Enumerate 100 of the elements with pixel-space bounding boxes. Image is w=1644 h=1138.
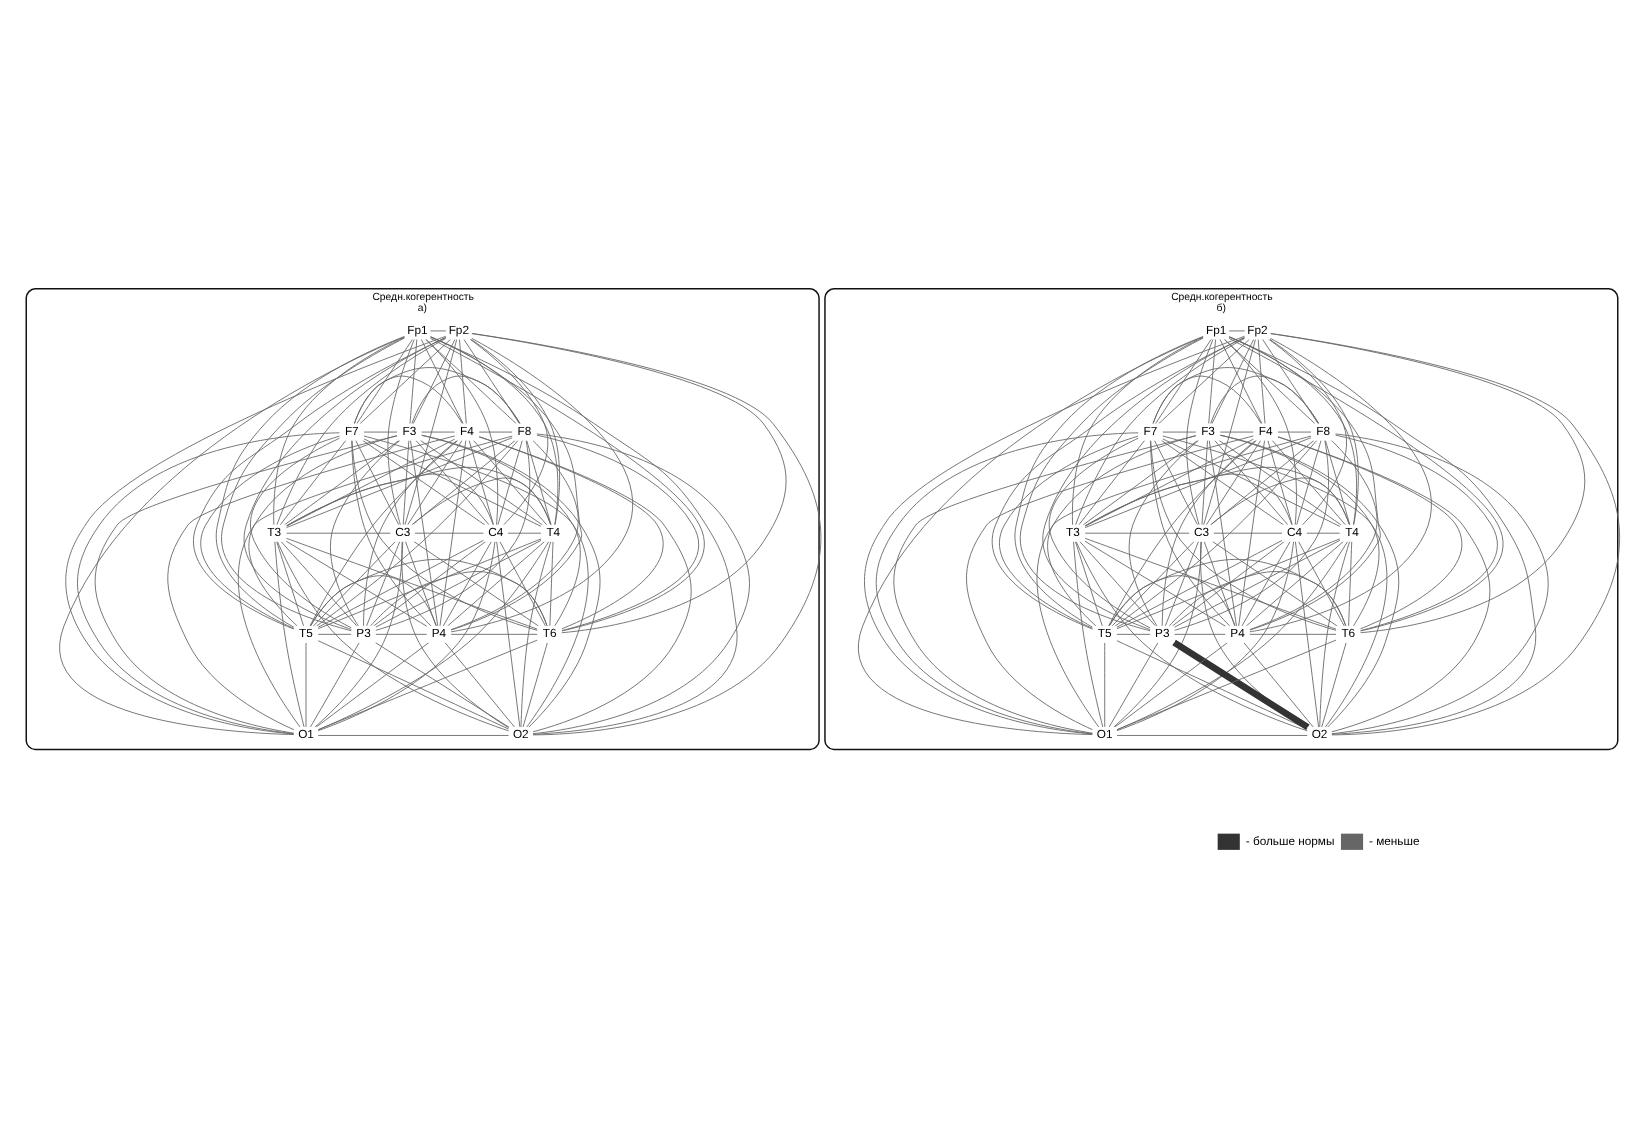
connector bbox=[875, 432, 1139, 735]
connector bbox=[1152, 367, 1320, 425]
connector bbox=[1075, 337, 1246, 526]
connector bbox=[317, 540, 496, 732]
connector bbox=[1155, 338, 1212, 425]
connector bbox=[1150, 439, 1231, 627]
connector bbox=[276, 541, 510, 732]
connector bbox=[309, 642, 360, 728]
connector bbox=[1082, 439, 1199, 526]
connector bbox=[1114, 642, 1229, 728]
connector bbox=[351, 439, 432, 627]
connector bbox=[463, 338, 520, 425]
connector bbox=[1036, 435, 1312, 728]
connector bbox=[1047, 435, 1197, 627]
connector bbox=[1212, 532, 1283, 534]
connector bbox=[355, 439, 400, 526]
connector bbox=[458, 338, 467, 425]
connector bbox=[1214, 439, 1289, 526]
connector bbox=[1075, 541, 1309, 732]
connector bbox=[1160, 439, 1285, 526]
connector bbox=[532, 433, 750, 735]
connector bbox=[468, 439, 494, 526]
connector bbox=[314, 541, 404, 728]
connector bbox=[1241, 541, 1291, 627]
connector bbox=[1049, 437, 1151, 629]
connector bbox=[356, 338, 413, 425]
connector bbox=[1114, 439, 1318, 627]
connector bbox=[317, 633, 352, 635]
connector bbox=[1271, 439, 1346, 526]
connector bbox=[1296, 439, 1322, 526]
connector bbox=[1208, 439, 1237, 627]
connector bbox=[471, 333, 822, 736]
connector bbox=[279, 439, 347, 526]
connector bbox=[1331, 433, 1549, 735]
connector bbox=[478, 431, 513, 433]
connector bbox=[1164, 541, 1199, 627]
connector bbox=[309, 439, 459, 627]
connector bbox=[1108, 439, 1258, 627]
connector bbox=[1267, 439, 1293, 526]
connector bbox=[359, 338, 452, 425]
connector bbox=[420, 338, 464, 425]
connector bbox=[1238, 439, 1266, 627]
connector bbox=[1245, 541, 1344, 627]
connector bbox=[193, 337, 447, 630]
connector bbox=[1084, 437, 1312, 529]
connector bbox=[1277, 431, 1312, 433]
connector bbox=[312, 541, 396, 627]
connector bbox=[478, 436, 692, 733]
connector bbox=[429, 336, 583, 631]
connector bbox=[1116, 539, 1283, 628]
connector bbox=[1084, 540, 1227, 627]
connector bbox=[387, 338, 415, 526]
connector bbox=[411, 439, 516, 526]
connector bbox=[526, 439, 552, 526]
connector bbox=[94, 435, 398, 734]
connector bbox=[499, 541, 546, 627]
connector bbox=[1201, 439, 1208, 526]
connector bbox=[1219, 434, 1380, 627]
connector bbox=[1173, 539, 1341, 628]
connector bbox=[549, 541, 554, 627]
connector bbox=[471, 333, 787, 634]
connector bbox=[285, 540, 428, 627]
connector bbox=[1116, 735, 1309, 736]
connector bbox=[1104, 642, 1106, 728]
connector bbox=[1219, 434, 1400, 728]
connector bbox=[1269, 333, 1586, 634]
connector bbox=[429, 337, 705, 632]
connector bbox=[1228, 330, 1246, 332]
connector bbox=[450, 337, 633, 633]
connector bbox=[1205, 439, 1262, 526]
connector bbox=[507, 532, 542, 534]
connector bbox=[991, 337, 1246, 630]
connector bbox=[1073, 540, 1104, 728]
connector bbox=[1108, 642, 1159, 728]
connector bbox=[893, 435, 1197, 734]
connector bbox=[404, 338, 458, 526]
connector bbox=[420, 434, 581, 627]
connector bbox=[243, 336, 447, 631]
connector bbox=[375, 439, 531, 631]
connector bbox=[420, 434, 601, 728]
connector bbox=[1223, 338, 1297, 526]
connector bbox=[280, 541, 358, 627]
connector bbox=[1079, 541, 1156, 627]
connector bbox=[250, 437, 353, 629]
connector bbox=[1211, 338, 1255, 425]
connector bbox=[285, 438, 456, 527]
connector bbox=[1078, 439, 1146, 526]
connector bbox=[1208, 338, 1217, 425]
connector bbox=[1116, 540, 1349, 731]
connector bbox=[409, 338, 418, 425]
connector bbox=[1212, 541, 1338, 627]
connector bbox=[1210, 375, 1320, 425]
connector bbox=[496, 540, 521, 728]
connector bbox=[425, 338, 499, 526]
connector bbox=[429, 330, 447, 332]
connector bbox=[310, 558, 548, 627]
connector bbox=[1218, 439, 1342, 526]
connector bbox=[1172, 639, 1310, 731]
connector bbox=[1074, 541, 1103, 627]
connector bbox=[429, 336, 737, 735]
